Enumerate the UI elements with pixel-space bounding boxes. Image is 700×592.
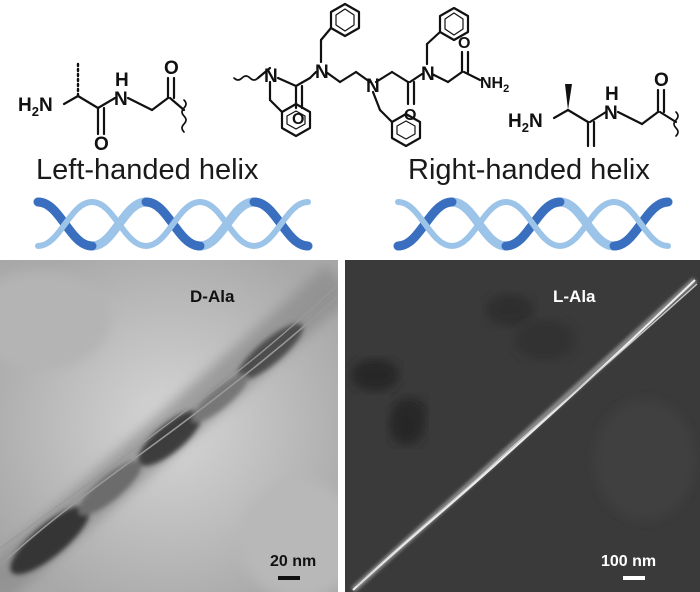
peptoid-n-2: N bbox=[315, 62, 329, 83]
peptoid-o-2: O bbox=[404, 107, 416, 124]
right-nh-n: N bbox=[604, 103, 618, 124]
l-ala-label: L-Ala bbox=[553, 287, 596, 306]
left-helix-label: Left-handed helix bbox=[36, 154, 259, 186]
d-ala-scale-bar bbox=[278, 576, 300, 580]
peptoid-chain bbox=[233, 26, 482, 124]
right-nh-h: H bbox=[605, 84, 619, 105]
left-nh-h: H bbox=[115, 70, 129, 91]
left-handed-helix-ribbon bbox=[33, 197, 313, 251]
l-ala-scale-text: 100 nm bbox=[601, 553, 657, 570]
d-ala-label: D-Ala bbox=[190, 287, 235, 306]
peptoid-n-1: N bbox=[264, 66, 278, 87]
left-nh-n: N bbox=[114, 89, 128, 110]
peptoid-structure-diagram: H2N H N O O N O N N O N O NH2 H2N H N O bbox=[18, 2, 679, 150]
l-ala-scale-bar bbox=[623, 576, 645, 580]
right-handed-helix-ribbon bbox=[393, 197, 673, 251]
d-ala-residue bbox=[62, 62, 187, 136]
benzyl-rings bbox=[280, 2, 470, 148]
left-carbonyl-o-1: O bbox=[94, 134, 109, 150]
right-amine-label: H2N bbox=[508, 111, 543, 135]
peptoid-n-3: N bbox=[366, 76, 380, 97]
peptoid-o-3: O bbox=[458, 35, 470, 52]
left-carbonyl-o-2: O bbox=[164, 58, 179, 79]
d-ala-scale-text: 20 nm bbox=[270, 553, 317, 570]
l-ala-tem-micrograph: L-Ala 100 nm bbox=[345, 260, 700, 592]
peptoid-o-1: O bbox=[292, 111, 304, 128]
left-amine-label: H2N bbox=[18, 95, 53, 119]
d-ala-tem-micrograph: D-Ala 20 nm bbox=[0, 260, 338, 592]
terminal-amide-label: NH2 bbox=[480, 75, 509, 95]
l-ala-residue bbox=[552, 84, 679, 148]
right-helix-label: Right-handed helix bbox=[408, 154, 650, 186]
right-carbonyl-o-2: O bbox=[654, 70, 669, 91]
peptoid-n-4: N bbox=[421, 64, 435, 85]
